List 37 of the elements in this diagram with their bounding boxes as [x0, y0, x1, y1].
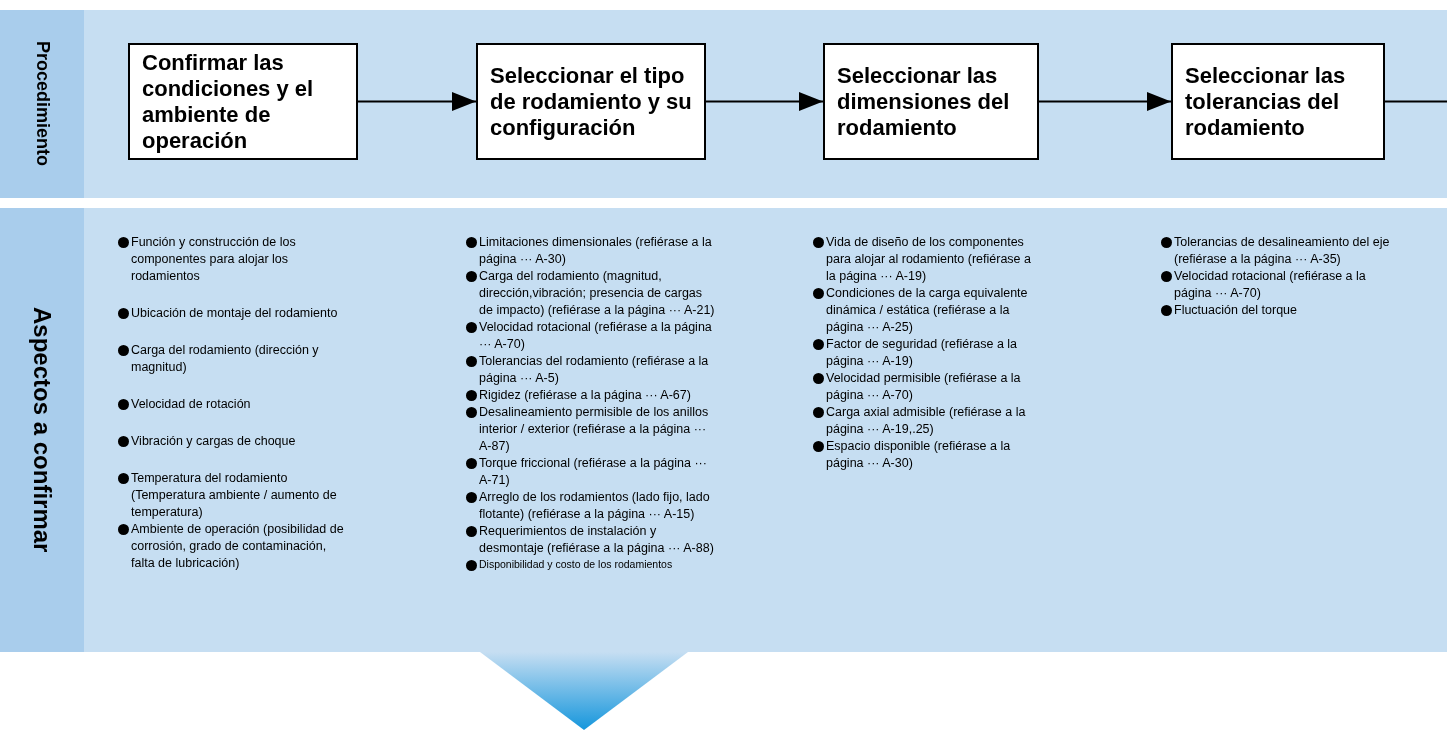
list-item: Factor de seguridad (refiérase a la página ··· A-19)	[826, 336, 1019, 370]
list-item: Desalineamiento permisible de los anillos interior / exterior (refiérase a la página ··· A-87)	[479, 404, 710, 455]
list-item: Carga axial admisible (refiérase a la página ··· A-19,.25)	[826, 404, 1027, 438]
list-item: Disponibilidad y costo de los rodamientos	[479, 557, 673, 571]
process-box: Confirmar las condiciones y el ambiente de operación	[128, 43, 358, 160]
list-item: Velocidad rotacional (refiérase a la página ··· A-70)	[479, 319, 713, 353]
list-item: Carga del rodamiento (dirección y magnitud)	[131, 342, 320, 376]
list-item: Ambiente de operación (posibilidad de corrosión, grado de contaminación, falta de lubricación)	[131, 521, 345, 572]
list-item: Velocidad rotacional (refiérase a la página ··· A-70)	[1174, 268, 1367, 302]
arrow	[1038, 91, 1172, 112]
list-item: Función y construcción de los componentes para alojar los rodamientos	[131, 234, 297, 285]
list-item: Ubicación de montaje del rodamiento	[131, 305, 338, 322]
list-item: Limitaciones dimensionales (refiérase a la página ··· A-30)	[479, 234, 713, 268]
list-item: Arreglo de los rodamientos (lado fijo, lado flotante) (refiérase a la página ··· A-15)	[479, 489, 711, 523]
list-item: Condiciones de la carga equivalente dinámica / estática (refiérase a la página ··· A-25)	[826, 285, 1029, 336]
list-item: Torque friccional (refiérase a la página ··· A-71)	[479, 455, 708, 489]
swimlane-band	[0, 208, 1447, 652]
lane-header: Aspectos a confirmar	[0, 208, 84, 652]
list-item: Espacio disponible (refiérase a la página ··· A-30)	[826, 438, 1012, 472]
swimlane-band	[0, 10, 1447, 198]
list-item: Tolerancias del rodamiento (refiérase a la página ··· A-5)	[479, 353, 710, 387]
process-box: Seleccionar las dimensiones del rodamiento	[823, 43, 1039, 160]
list-item: Vida de diseño de los componentes para alojar al rodamiento (refiérase a la página ··· A-19)	[826, 234, 1032, 285]
lane-header: Procedimiento	[0, 10, 84, 198]
list-item: Vibración y cargas de choque	[131, 433, 296, 450]
process-box: Seleccionar las tolerancias del rodamiento	[1171, 43, 1385, 160]
list-item: Temperatura del rodamiento (Temperatura ambiente / aumento de temperatura)	[131, 470, 338, 521]
list-item: Carga del rodamiento (magnitud, dirección,vibración; presencia de cargas de impacto) (refiérase a la página ··· A-21)	[479, 268, 716, 319]
list-item: Fluctuación del torque	[1174, 302, 1297, 319]
arrow	[357, 91, 477, 112]
list-item: Rigidez (refiérase a la página ··· A-67)	[479, 387, 691, 404]
list-item: Velocidad permisible (refiérase a la página ··· A-70)	[826, 370, 1022, 404]
process-box: Seleccionar el tipo de rodamiento y su configuración	[476, 43, 706, 160]
list-item: Tolerancias de desalineamiento del eje (refiérase a la página ··· A-35)	[1174, 234, 1391, 268]
arrow	[705, 91, 824, 112]
list-item: Velocidad de rotación	[131, 396, 251, 413]
list-item: Requerimientos de instalación y desmontaje (refiérase a la página ··· A-88)	[479, 523, 715, 557]
